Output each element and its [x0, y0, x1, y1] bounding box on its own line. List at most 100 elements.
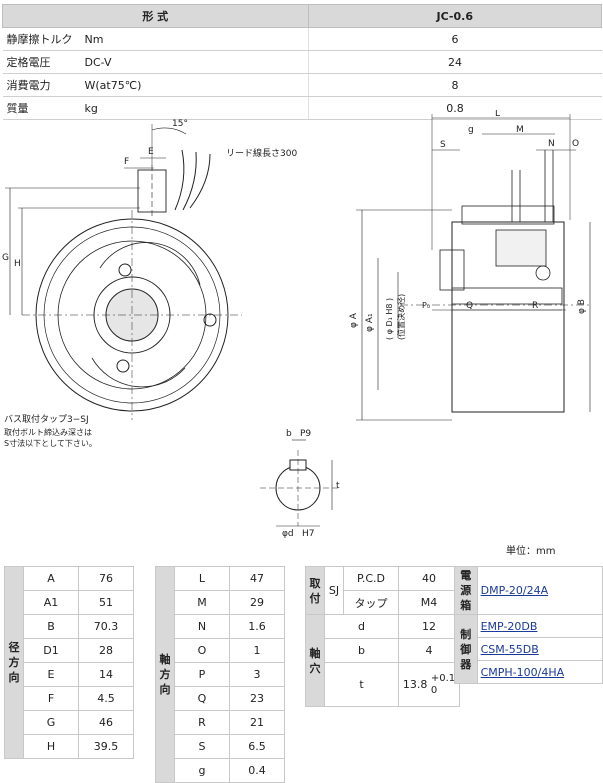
- mount-shaft-table: 取付 SJ P.C.D 40 タップ M4 軸穴 d 12 b 4 t 13.8…: [305, 566, 460, 707]
- dim-label-s: S: [440, 140, 446, 150]
- spec-label: 消費電力: [6, 79, 51, 92]
- spec-header-row: 形 式 JC-0.6: [2, 4, 602, 28]
- dim-key: P.C.D: [343, 566, 399, 591]
- dim-key: E: [23, 662, 79, 687]
- dim-label-b: φ B: [577, 299, 587, 314]
- dim-label-o: O: [572, 139, 579, 149]
- dim-label-p9: P9: [300, 429, 311, 439]
- spec-unit: Nm: [84, 33, 104, 46]
- dim-label-m: M: [516, 125, 524, 135]
- dim-label-d: φd: [282, 529, 294, 539]
- spec-row: 消費電力 W(at75℃) 8: [2, 73, 602, 97]
- dim-label-h: H: [14, 259, 21, 269]
- dim-label-a: φ A: [349, 312, 359, 328]
- dim-key: D1: [23, 638, 79, 663]
- dim-label-f: F: [124, 157, 129, 167]
- dim-value: 21: [229, 710, 285, 735]
- dim-label-h7: H7: [302, 529, 315, 539]
- dim-key: R: [174, 710, 230, 735]
- spec-label: 質量: [6, 102, 29, 115]
- power-group-label: 電源箱: [460, 569, 472, 612]
- dim-label-l: L: [495, 110, 500, 119]
- product-link[interactable]: CSM-55DB: [480, 642, 539, 656]
- bearing-icon: [535, 265, 551, 281]
- clutch-drawing: 15° リード線長さ300 F E G H バス取付タップ3−SJ 取付ボルト締…: [2, 110, 591, 539]
- tolerance-lower: 0: [430, 684, 438, 696]
- spec-unit: kg: [84, 102, 98, 115]
- spec-label: 定格電圧: [6, 56, 51, 69]
- table-row: 取付 SJ P.C.D 40: [305, 566, 460, 615]
- dim-value: 0.4: [229, 758, 285, 783]
- axial-group-label: 軸方向: [159, 653, 171, 696]
- unit-note: 単位：mm: [506, 546, 556, 557]
- dim-key: A1: [23, 590, 79, 615]
- tap-note: バス取付タップ3−SJ: [4, 414, 89, 425]
- dim-key: t: [324, 662, 399, 707]
- control-group-label: 制御器: [460, 627, 472, 671]
- dim-key: O: [174, 638, 230, 663]
- spec-unit: W(at75℃): [84, 79, 142, 92]
- spec-label: 静摩擦トルク: [6, 33, 73, 46]
- dim-key: F: [23, 686, 79, 711]
- product-link[interactable]: DMP-20/24A: [480, 584, 549, 597]
- spec-value: 6: [307, 27, 602, 51]
- dim-value: M4: [398, 590, 460, 615]
- lead-note: リード線長さ300: [226, 147, 297, 159]
- table-row: t 13.8 +0.1 0: [306, 662, 460, 707]
- table-row: CMPH-100/4HA: [455, 660, 603, 684]
- bolt-note-2: S寸法以下として下さい。: [4, 438, 97, 448]
- dim-key: P: [174, 662, 230, 687]
- dim-value: 76: [78, 566, 134, 591]
- dim-value: 46: [78, 710, 134, 735]
- dim-value: 3: [229, 662, 285, 687]
- dim-value: 4: [398, 638, 460, 663]
- dim-key: L: [174, 566, 230, 591]
- dim-label-r: R: [532, 301, 538, 311]
- tolerance-upper: +0.1: [430, 672, 456, 684]
- tap-hole-icon: [203, 313, 217, 327]
- mount-sub-label: SJ: [324, 566, 344, 615]
- dim-value: 14: [78, 662, 134, 687]
- product-link[interactable]: CMPH-100/4HA: [480, 665, 565, 679]
- product-link[interactable]: EMP-20DB: [480, 619, 538, 633]
- spec-header-model: 形 式: [2, 4, 309, 28]
- spec-header-type: JC-0.6: [307, 4, 602, 28]
- dim-label-g-small: g: [468, 125, 474, 135]
- dim-key: M: [174, 590, 230, 615]
- dim-label-p: P₀: [422, 301, 430, 310]
- dim-key: S: [174, 734, 230, 759]
- dim-value: 51: [78, 590, 134, 615]
- spec-row: 質量 kg 0.8: [2, 96, 602, 120]
- dim-value: 1: [229, 638, 285, 663]
- dim-label-t: t: [336, 481, 340, 491]
- dim-label-g: G: [2, 253, 9, 263]
- dim-key: d: [324, 614, 399, 639]
- dim-value: 13.8: [402, 677, 428, 691]
- side-body: [451, 221, 565, 413]
- table-row: 軸穴 d 12: [305, 614, 460, 707]
- dim-value: 70.3: [78, 614, 134, 639]
- dim-key: G: [23, 710, 79, 735]
- dim-value: 4.5: [78, 686, 134, 711]
- dim-label-key-b: b: [286, 429, 292, 439]
- dim-label-d1-sub: (位置決め径): [396, 294, 406, 340]
- radial-group-label: 径方向: [8, 641, 20, 684]
- spec-value: 24: [307, 50, 602, 74]
- spec-value: 0.8: [307, 96, 602, 120]
- spec-row: 静摩擦トルク Nm 6: [2, 27, 602, 51]
- dim-value: 1.6: [229, 614, 285, 639]
- dim-value: 39.5: [78, 734, 134, 759]
- dim-key: タップ: [343, 590, 399, 615]
- spec-value: 8: [307, 73, 602, 97]
- dim-label-n: N: [548, 139, 555, 149]
